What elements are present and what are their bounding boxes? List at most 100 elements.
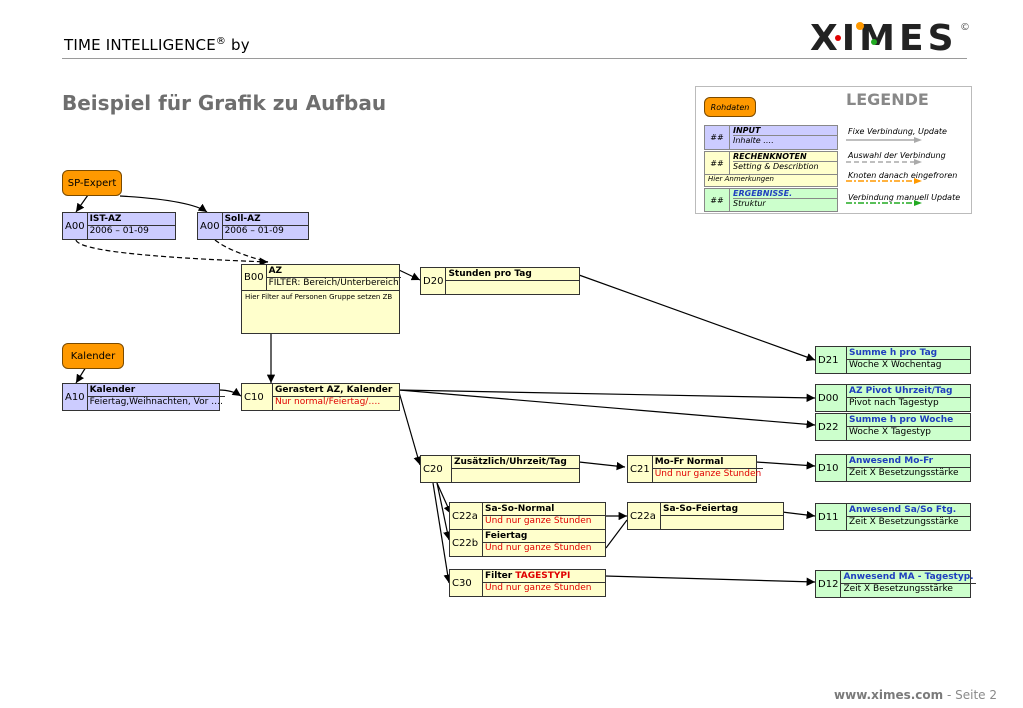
ximes-logo: XIMES © xyxy=(810,18,970,58)
edge-c10-d22 xyxy=(398,389,816,429)
node-code: C22b xyxy=(450,530,483,556)
legend-fixe: Fixe Verbindung, Update xyxy=(848,127,947,136)
node-c22a-feiertag: C22a Sa-So-Feiertag xyxy=(627,502,784,530)
edge-c21-d10 xyxy=(755,461,816,470)
legend-auswahl: Auswahl der Verbindung xyxy=(848,151,946,160)
node-title: Summe h pro Tag xyxy=(847,347,970,360)
node-code: D12 xyxy=(816,571,842,597)
node-title: Summe h pro Woche xyxy=(847,414,970,427)
footer-site[interactable]: www.ximes.com xyxy=(834,688,944,702)
legend-hash: ## xyxy=(705,152,730,174)
node-subtitle: Zeit X Besetzungsstärke xyxy=(849,468,959,478)
node-title: Soll-AZ xyxy=(222,213,308,226)
node-title: Feiertag xyxy=(483,530,605,543)
edge-sp-a00a xyxy=(75,194,89,213)
node-code: A00 xyxy=(198,213,223,239)
edge-c20-c30 xyxy=(432,482,452,584)
node-code: C22a xyxy=(628,503,661,529)
source-kalender: Kalender xyxy=(62,343,124,369)
edge-c22b-c22a2 xyxy=(605,519,628,549)
edge-d20-d21 xyxy=(578,274,816,362)
page-title: Beispiel für Grafik zu Aufbau xyxy=(62,91,387,115)
node-code: C21 xyxy=(628,456,653,482)
node-title-highlight: TAGESTYPI xyxy=(515,571,571,581)
node-code: A00 xyxy=(63,213,88,239)
node-subtitle xyxy=(446,281,579,292)
node-subtitle xyxy=(661,516,783,527)
node-title: Stunden pro Tag xyxy=(446,268,579,281)
registered-mark: ® xyxy=(215,36,227,47)
node-subtitle xyxy=(452,469,579,480)
node-code: C10 xyxy=(242,384,273,410)
footer: www.ximes.com - Seite 2 xyxy=(834,688,997,702)
node-note: Hier Filter auf Personen Gruppe setzen Z… xyxy=(245,293,393,301)
node-subtitle: Und nur ganze Stunden xyxy=(485,583,592,593)
node-code: D22 xyxy=(816,414,847,440)
edge-c20-c22b xyxy=(436,482,452,541)
node-title: Anwesend Sa/So Ftg. xyxy=(847,504,970,517)
edge-a10-c10 xyxy=(218,387,242,397)
logo-copyright: © xyxy=(960,22,970,33)
node-title: Anwesend MA - Tagestyp. xyxy=(841,572,976,584)
legend-input-title: INPUT xyxy=(733,126,837,136)
edge-sp-a00b xyxy=(119,195,208,213)
legend-notes: Hier Anmerkungen xyxy=(708,175,774,183)
node-title: Sa-So-Normal xyxy=(483,503,605,516)
node-code: D11 xyxy=(816,504,847,530)
node-subtitle: Feiertag,Weihnachten, Vor …. xyxy=(89,397,224,407)
node-code: C20 xyxy=(421,456,452,482)
node-code: D10 xyxy=(816,455,847,481)
header-divider xyxy=(62,58,967,59)
node-subtitle: Und nur ganze Stunden xyxy=(654,469,762,479)
node-d12: D12 Anwesend MA - Tagestyp.Zeit X Besetz… xyxy=(815,570,976,598)
node-subtitle: Woche X Tagestyp xyxy=(849,427,931,437)
node-title-prefix: Filter xyxy=(485,571,516,581)
edge-c22a2-d11 xyxy=(781,510,816,520)
node-subtitle: 2006 – 01-09 xyxy=(89,226,149,236)
node-subtitle: Zeit X Besetzungsstärke xyxy=(849,517,959,527)
node-code: D21 xyxy=(816,347,847,373)
legend-calc-title: RECHENKNOTEN xyxy=(733,152,837,162)
legend-line-samples xyxy=(846,137,922,206)
edge-b00-d20 xyxy=(398,269,421,281)
legend-result-sub: Struktur xyxy=(733,199,766,208)
source-label: Kalender xyxy=(70,350,116,362)
node-subtitle: 2006 – 01-09 xyxy=(224,226,284,236)
header-by: by xyxy=(226,36,250,54)
legend-knoten: Knoten danach eingefroren xyxy=(848,171,958,180)
legend-rohdaten-label: Rohdaten xyxy=(710,102,750,112)
edge-c30-d12 xyxy=(604,575,816,586)
node-subtitle: FILTER: Bereich/Unterbereich xyxy=(268,278,399,288)
logo-text: XIMES xyxy=(810,18,958,58)
edge-kal-a10 xyxy=(75,366,87,384)
node-subtitle: Zeit X Besetzungsstärke xyxy=(843,584,953,594)
node-subtitle: Woche X Wochentag xyxy=(849,360,942,370)
legend-rohdaten: Rohdaten xyxy=(704,97,756,117)
node-subtitle: Pivot nach Tagestyp xyxy=(849,398,939,408)
node-code: D20 xyxy=(421,268,447,294)
node-title: AZ xyxy=(266,265,401,278)
node-title: Filter TAGESTYPI xyxy=(483,570,605,583)
legend-result: ## ERGEBNISSE.Struktur xyxy=(704,188,838,212)
legend-hash: ## xyxy=(705,126,730,149)
node-title: IST-AZ xyxy=(87,213,175,226)
header-text: TIME INTELLIGENCE xyxy=(64,36,216,54)
node-subtitle: Nur normal/Feiertag/…. xyxy=(275,397,381,407)
edge-c20-c21 xyxy=(578,461,626,471)
node-title: Zusätzlich/Uhrzeit/Tag xyxy=(452,456,579,469)
source-sp-expert: SP-Expert xyxy=(62,170,122,196)
node-title: Mo-Fr Normal xyxy=(652,456,764,469)
legend-input-sub: Inhalte …. xyxy=(733,136,774,145)
